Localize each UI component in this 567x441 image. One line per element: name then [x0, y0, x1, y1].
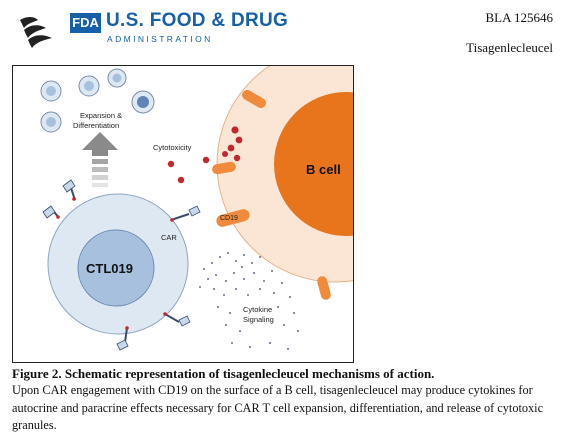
b-cell-receptor [317, 276, 331, 300]
cytokine-label-line2: Signaling [243, 315, 274, 324]
cytotoxic-granules [167, 126, 243, 184]
car-receptor-tips [56, 197, 174, 330]
hhs-logo-icon [20, 17, 52, 48]
expansion-label-line2: Differentiation [73, 121, 119, 130]
cd19-label: CD19 [220, 215, 238, 222]
expansion-arrow-icon [82, 132, 118, 187]
mechanism-diagram: B cell CD19 Cytotoxicity Expansion [40, 66, 353, 351]
b-cell-receptor [212, 161, 236, 175]
fda-logo-box: FDA [70, 13, 101, 33]
ctl019-label: CTL019 [86, 261, 133, 276]
car-binding-domain-icons [42, 179, 201, 351]
product-name: Tisagenlecleucel [466, 40, 553, 55]
cytokine-label-line1: Cytokine [243, 305, 272, 314]
expansion-label-line1: Expansion & [80, 111, 122, 120]
agency-subtitle: ADMINISTRATION [107, 34, 213, 44]
ctl019-cell-nucleus [77, 229, 155, 307]
expanded-t-cells [40, 68, 155, 133]
figure-caption-title: Figure 2. Schematic representation of ti… [12, 366, 435, 381]
b-cell-receptor [242, 90, 266, 108]
mechanism-figure: B cell CD19 Cytotoxicity Expansion [12, 65, 354, 363]
bla-number: BLA 125646 [485, 10, 553, 25]
cytokine-dots [199, 252, 299, 350]
cytotoxicity-label: Cytotoxicity [153, 143, 192, 152]
figure-caption-body: Upon CAR engagement with CD19 on the sur… [12, 383, 544, 432]
b-cell-core [274, 92, 353, 236]
b-cell-label: B cell [306, 162, 341, 177]
cd19-receptor [216, 209, 250, 227]
car-label: CAR [161, 233, 177, 242]
agency-name: U.S. FOOD & DRUG [106, 10, 289, 31]
